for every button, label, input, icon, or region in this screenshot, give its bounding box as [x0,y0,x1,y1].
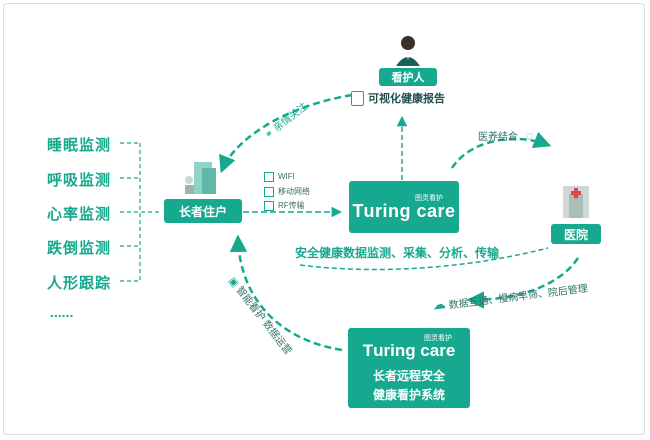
monitor-sleep: 睡眠监测 [47,137,112,154]
elder-label-box: 长者住户 [164,199,242,223]
data-flow-label: 安全健康数据监测、采集、分析、传输 [295,246,500,260]
report-label: 可视化健康报告 [368,93,445,105]
medical-arc-arrow [450,131,552,169]
clipboard-icon [351,90,364,106]
brand-t-logo: T [352,200,364,221]
monitor-breath: 呼吸监测 [47,172,112,189]
brand-subtitle: 图灵看护 [415,194,443,202]
system-brand-t-logo: T [362,341,374,360]
rf-icon [264,200,274,211]
conn-wifi-label: WIFI [278,172,295,182]
diagram-frame [3,3,645,435]
building-icon [180,158,220,196]
medical-label: 医养结合 [478,132,518,143]
monitor-more: ...... [50,304,74,320]
caregiver-label: 看护人 [391,72,425,84]
system-to-elder-arrow [229,234,343,352]
system-line-2: 健康看护系统 [372,388,445,402]
heart-icon: ♡ [524,132,534,143]
system-line-1: 长者远程安全 [372,369,445,383]
conn-wifi: WIFI [264,172,295,182]
hospital-label: 医院 [563,227,588,242]
monitor-heart: 心率监测 [47,206,112,223]
system-brand-name: uring care [373,341,456,360]
medical-label-group: 医养结合 ♡ [478,128,534,143]
hospital-icon [555,180,597,220]
conn-rf: RF传输 [264,200,305,211]
conn-rf-label: RF传输 [278,201,305,210]
monitor-fall: 跌倒监测 [47,240,112,257]
system-box: 图灵看护 T uring care 长者远程安全 健康看护系统 [348,328,470,408]
hospital-return-arrow [466,257,580,309]
monitor-tracking: 人形跟踪 [47,275,112,292]
report-row: 可视化健康报告 [351,90,445,106]
cloud-icon: ☁ [431,295,447,313]
caregiver-avatar-icon [393,32,423,66]
elder-label: 长者住户 [178,204,227,219]
care-arc-arrow [219,93,353,174]
system-brand-subtitle: 图灵看护 [424,335,452,342]
hospital-label-box: 医院 [551,224,601,244]
conn-mobile-label: 移动网络 [278,187,310,196]
conn-mobile: 移动网络 [264,186,310,197]
mobile-icon [264,186,274,197]
brand-name: uring care [363,200,456,221]
wifi-icon [264,172,274,182]
turing-care-box: 图灵看护 T uring care [349,181,459,233]
caregiver-label-box: 看护人 [379,68,437,86]
